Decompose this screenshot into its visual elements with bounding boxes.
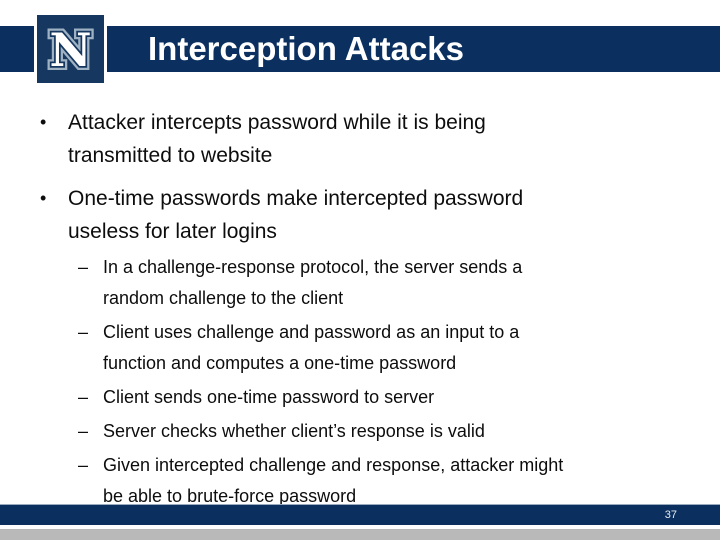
svg-text:N: N [49, 23, 91, 77]
bullet-item: • Attacker intercepts password while it … [40, 106, 688, 172]
bullet-item: • One-time passwords make intercepted pa… [40, 182, 688, 248]
bullet-text: Attacker intercepts password while it is… [68, 111, 486, 167]
sub-bullet-text: Given intercepted challenge and response… [103, 455, 564, 506]
bullet-icon: • [40, 188, 47, 208]
slide-body: • Attacker intercepts password while it … [40, 106, 688, 515]
svg-text:N: N [49, 23, 91, 77]
bottom-gray-strip [0, 529, 720, 540]
bullet-icon: • [40, 112, 47, 132]
dash-icon: – [78, 455, 89, 475]
sub-bullet-text: Server checks whether client’s response … [103, 421, 485, 441]
svg-text:N: N [49, 23, 91, 77]
n-logo-icon: N N N [45, 19, 95, 81]
dash-icon: – [78, 257, 89, 277]
dash-icon: – [78, 421, 89, 441]
header-bar [0, 26, 720, 72]
sub-bullet-item: – Given intercepted challenge and respon… [78, 450, 688, 512]
dash-icon: – [78, 387, 89, 407]
footer-bar [0, 504, 720, 525]
sub-bullet-item: – Client sends one-time password to serv… [78, 382, 688, 413]
university-logo-box: N N N [34, 15, 107, 83]
dash-icon: – [78, 322, 89, 342]
sub-bullet-text: Client uses challenge and password as an… [103, 322, 520, 373]
bullet-text: One-time passwords make intercepted pass… [68, 187, 524, 243]
sub-bullet-item: – Server checks whether client’s respons… [78, 416, 688, 447]
slide-number: 37 [664, 509, 677, 521]
sub-bullet-item: – In a challenge-response protocol, the … [78, 252, 688, 314]
slide-title: Interception Attacks [148, 30, 465, 67]
sub-bullet-item: – Client uses challenge and password as … [78, 317, 688, 379]
sub-bullet-text: Client sends one-time password to server [103, 387, 435, 407]
sub-bullet-text: In a challenge-response protocol, the se… [103, 257, 523, 308]
